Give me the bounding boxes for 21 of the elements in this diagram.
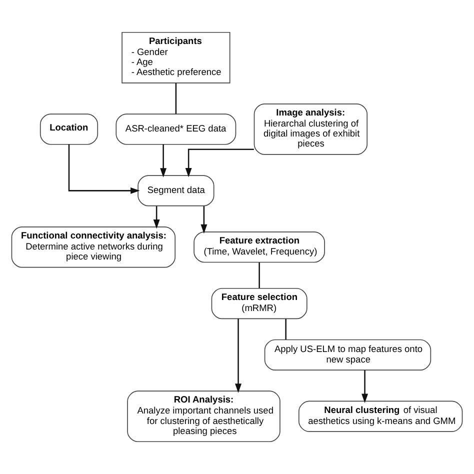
connector: [258, 262, 260, 288]
node-box: Functional connectivity analysis: Determine active networks during piece viewing: [11, 226, 176, 268]
node-box: ROI Analysis: Analyze important channels used for clustering of aesthetically pleasing pieces: [127, 390, 280, 442]
arrow: [185, 148, 254, 178]
node-box: Feature selection (mRMR): [211, 288, 308, 320]
node-box: ASR-cleaned* EEG data: [116, 114, 236, 145]
node-box: Participants - Gender - Age - Aesthetic preference: [122, 32, 230, 84]
connector: [285, 318, 286, 340]
arrow: [362, 370, 368, 404]
node-box: Feature extraction (Time, Wavelet, Frequency): [194, 232, 325, 263]
node-box: Location: [40, 114, 98, 145]
arrow: [160, 144, 167, 178]
connector: [175, 83, 177, 114]
arrow: [235, 318, 242, 393]
arrow: [68, 144, 140, 194]
node-box: Apply US-ELM to map features onto new space: [264, 339, 432, 370]
node-box: Segment data: [138, 175, 214, 206]
arrow: [200, 206, 208, 234]
node-box: Image analysis: Hierarchal clustering of digital images of exhibit pieces: [254, 104, 368, 155]
node-box: Neural clustering of visual aesthetics using k-means and GMM: [298, 400, 463, 432]
arrow: [153, 206, 160, 229]
